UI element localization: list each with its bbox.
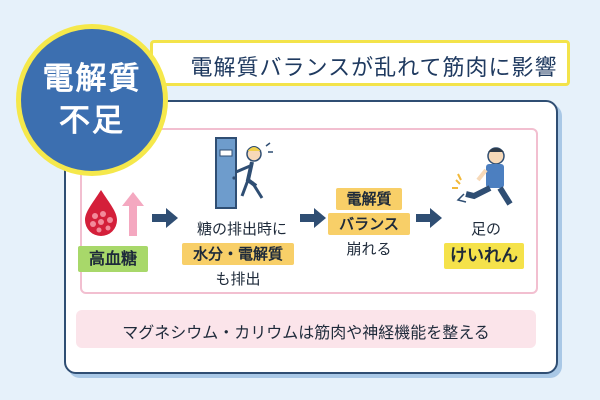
up-arrow-icon bbox=[122, 192, 144, 236]
headline-banner: 電解質バランスが乱れて筋肉に影響 bbox=[150, 40, 570, 86]
balance-label-1: 電解質 bbox=[336, 188, 402, 210]
blood-drop-icon bbox=[85, 190, 117, 236]
topic-badge: 電解質 不足 bbox=[16, 24, 168, 176]
excretion-highlight: 水分・電解質 bbox=[182, 243, 294, 265]
person-running-to-toilet-icon bbox=[215, 137, 273, 209]
right-arrow-icon bbox=[416, 208, 442, 228]
person-cramp-icon bbox=[452, 147, 513, 206]
balance-label-3: 崩れる bbox=[346, 240, 392, 258]
badge-line-1: 電解質 bbox=[42, 61, 142, 97]
right-arrow-icon bbox=[300, 208, 326, 228]
high-blood-sugar-label: 高血糖 bbox=[78, 246, 148, 272]
footer-note: マグネシウム・カリウムは筋肉や神経機能を整える bbox=[76, 310, 536, 348]
right-arrow-icon bbox=[152, 208, 178, 228]
headline-text: 電解質バランスが乱れて筋肉に影響 bbox=[190, 56, 558, 81]
result-highlight: けいれん bbox=[444, 243, 524, 269]
result-text: 足の bbox=[470, 220, 501, 238]
balance-label-2: バランス bbox=[328, 213, 410, 235]
footer-text: マグネシウム・カリウムは筋肉や神経機能を整える bbox=[122, 323, 490, 342]
excretion-text-3: も排出 bbox=[215, 270, 261, 288]
badge-line-2: 不足 bbox=[59, 103, 125, 139]
excretion-text-1: 糖の排出時に bbox=[196, 220, 287, 238]
